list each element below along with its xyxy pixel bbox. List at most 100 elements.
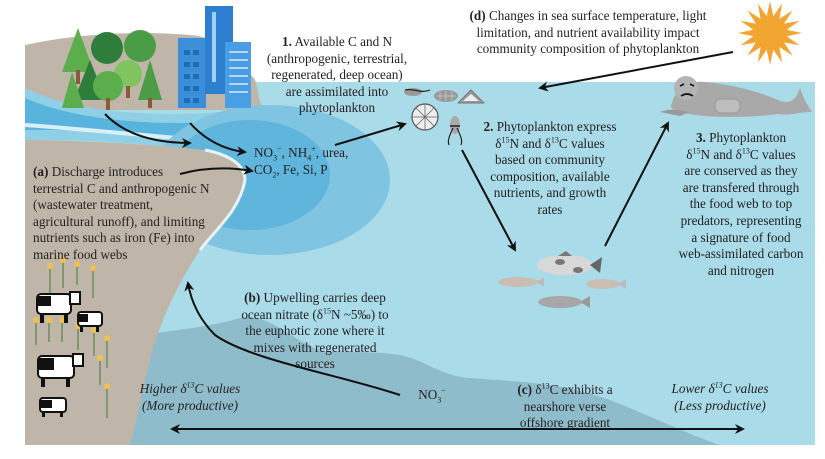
label-c: (c) δ13C exhibits a nearshore verse offs… — [500, 382, 630, 432]
forest — [62, 28, 162, 110]
fish-icon — [586, 279, 626, 289]
b-line: mixes with regenerated — [253, 339, 377, 355]
b-line: sources — [295, 356, 335, 372]
conifer-tree-icon — [62, 28, 94, 72]
shore-foam — [198, 148, 247, 251]
d-line: community composition of phytoplankton — [476, 41, 700, 57]
b-line: the euphotic zone where it — [245, 323, 385, 339]
arrow-fish-to-seal — [604, 121, 669, 247]
step1-line: regenerated, deep ocean) — [271, 67, 403, 83]
seal-icon — [660, 76, 812, 117]
label-step3: 3. Phytoplankton δ15N and δ13C values ar… — [666, 130, 816, 279]
deciduous-tree-icon — [91, 32, 123, 64]
label-step2: 2. Phytoplankton express δ15N and δ13C v… — [480, 119, 620, 219]
conifer-tree-icon — [138, 60, 162, 100]
step3-line: predators, representing — [680, 212, 802, 228]
conifer-tree-icon — [62, 72, 84, 108]
step2-line: nutrients, and growth — [493, 185, 607, 201]
step2-line: Phytoplankton express — [496, 119, 617, 134]
d-line: Changes in sea surface temperature, ligh… — [488, 8, 707, 23]
d-tag: (d) — [469, 8, 486, 23]
fish-icon — [498, 277, 544, 287]
b-tag: (b) — [244, 290, 261, 305]
step1-line: (anthropogenic, terrestrial, — [266, 50, 408, 66]
deep-ocean-water — [120, 316, 720, 445]
c-tag: (c) — [517, 382, 533, 397]
cow-icon — [37, 353, 84, 387]
corn-plant-icon — [60, 257, 66, 288]
arrow-river-city — [189, 122, 247, 157]
fish-icon — [538, 296, 590, 308]
corn-plant-icon — [91, 327, 97, 356]
corn-plant-icon — [90, 265, 96, 298]
corn-plant-icon — [104, 335, 110, 368]
a-line: Discharge introduces — [51, 164, 164, 179]
land-lower — [25, 140, 245, 445]
corn-plant-icon — [46, 317, 52, 342]
sun-rays — [738, 1, 802, 65]
label-step1: 1. Available C and N (anthropogenic, ter… — [262, 34, 412, 117]
phytoplankton-icon — [457, 89, 485, 104]
cow-icon — [77, 311, 103, 332]
c-line: nearshore verse — [523, 398, 607, 414]
arrow-upwelling — [184, 281, 401, 396]
step3-line: the food web to top — [689, 196, 793, 212]
a-line: (wastewater treatment, — [33, 197, 154, 213]
step3-line: Phytoplankton — [709, 130, 787, 145]
step1-line: are assimilated into — [285, 83, 389, 99]
step3-line: are transfered through — [682, 179, 800, 195]
step2-line: rates — [537, 201, 563, 217]
higher-subtitle: (More productive) — [141, 397, 239, 413]
flow-arrows — [104, 51, 745, 434]
phytoplankton-icon — [404, 88, 431, 96]
step3-line: are conserved as they — [684, 163, 798, 179]
a-line: nutrients such as iron (Fe) into — [33, 230, 195, 246]
step3-line: web-assimilated carbon — [678, 246, 804, 262]
arrow-phyto-to-fish — [461, 149, 516, 252]
arrow-discharge — [179, 164, 254, 175]
step1-line: Available C and N — [294, 34, 392, 49]
cattle — [36, 291, 103, 417]
arrow-sun-to-phyto — [538, 51, 734, 92]
phytoplankton-icon — [447, 116, 463, 146]
c-line: offshore gradient — [519, 415, 611, 431]
step3-line: a signature of food — [691, 229, 791, 245]
corn-plant-icon — [74, 261, 80, 285]
fish-school — [498, 251, 626, 308]
label-lower: Lower δ13C values (Less productive) — [660, 381, 780, 414]
step1-line: phytoplankton — [298, 100, 376, 116]
corn-plant-icon — [97, 355, 103, 385]
corn-plant-icon — [33, 317, 39, 345]
skyscraper-icon — [178, 6, 251, 108]
phytoplankton-icon — [434, 90, 458, 102]
corn-plant-icon — [59, 317, 65, 342]
step2-line: composition, available — [490, 168, 610, 184]
a-line: marine food webs — [33, 246, 128, 262]
step3-line: and nitrogen — [707, 262, 775, 278]
d-line: limitation, and nutrient availability im… — [476, 24, 700, 40]
deciduous-tree-icon — [93, 71, 123, 101]
label-b: (b) Upwelling carries deep ocean nitrate… — [230, 290, 400, 373]
deciduous-tree-icon — [124, 30, 156, 62]
cow-icon — [39, 397, 67, 417]
corn-plant-icon — [47, 263, 53, 295]
label-d: (d) Changes in sea surface temperature, … — [458, 8, 718, 58]
sun-icon — [738, 1, 802, 65]
step2-number: 2. — [483, 119, 494, 134]
arrow-river-forest — [104, 113, 192, 148]
diatom-icon — [411, 103, 439, 131]
a-tag: (a) — [33, 164, 49, 179]
label-no3-deep: NO3− — [418, 386, 446, 405]
step1-number: 1. — [281, 34, 292, 49]
step3-number: 3. — [695, 130, 706, 145]
corn-field — [33, 257, 110, 418]
a-line: agricultural runoff), and limiting — [33, 213, 205, 229]
lower-subtitle: (Less productive) — [674, 397, 766, 413]
corn-plant-icon — [104, 383, 110, 418]
label-a: (a) Discharge introduces terrestrial C a… — [33, 164, 253, 264]
label-nutrients: NO3−, NH4+, urea, CO2, Fe, Si, P — [254, 144, 349, 180]
fish-icon — [537, 251, 602, 275]
step2-line: based on community — [495, 152, 605, 168]
a-line: terrestrial C and anthropogenic N — [33, 180, 210, 196]
